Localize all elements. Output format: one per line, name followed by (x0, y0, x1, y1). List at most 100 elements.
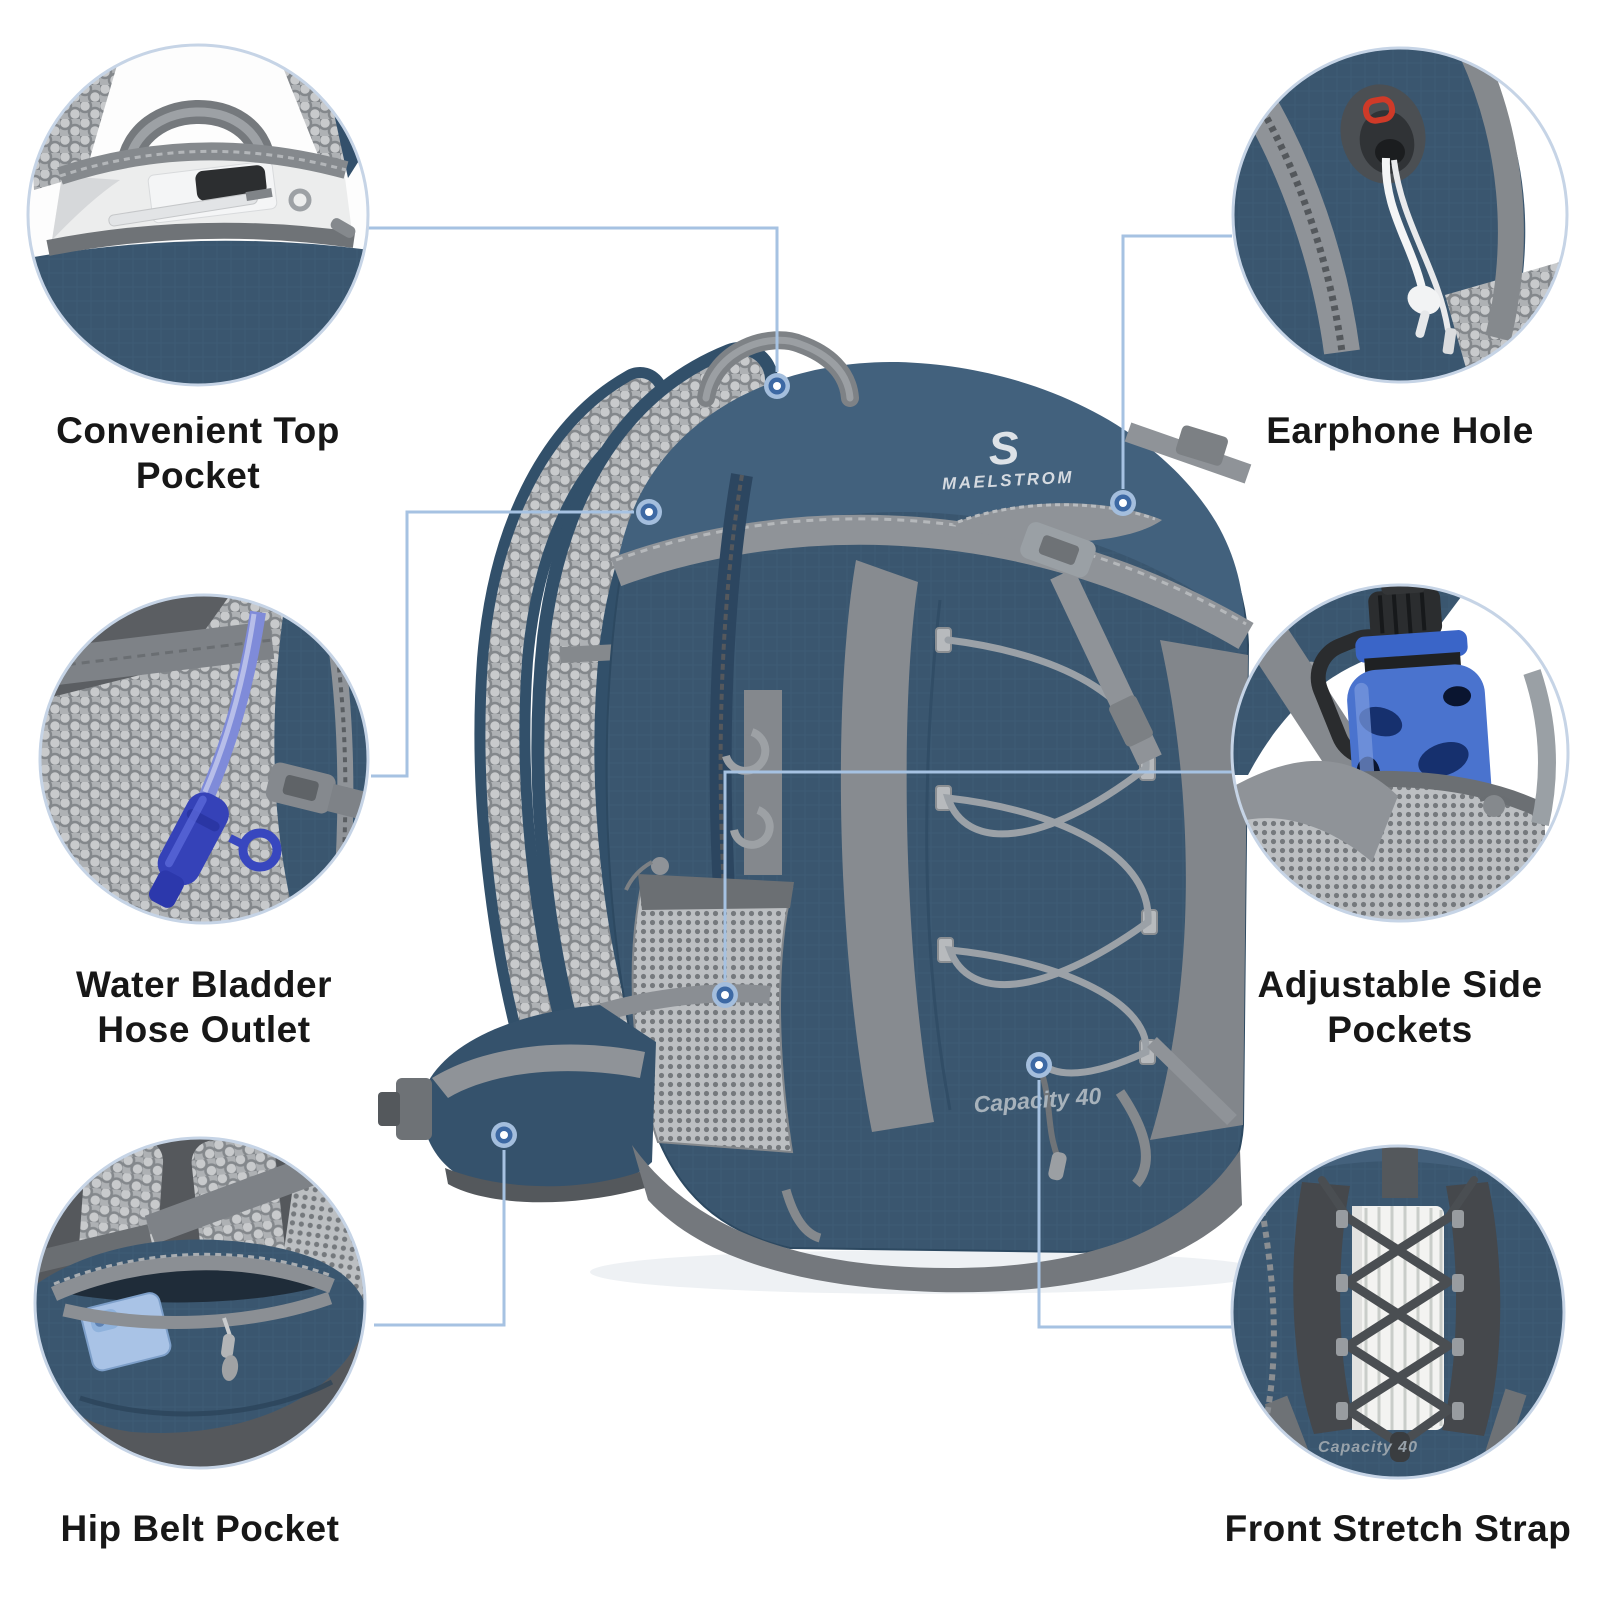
label-line: Pockets (1327, 1009, 1473, 1050)
logo-gray-patch (952, 503, 1162, 543)
pocket-cinch-toggle (1483, 795, 1505, 817)
connector-hip-belt (374, 1150, 506, 1327)
callout-label-side-pockets: Adjustable Side Pockets (1220, 962, 1580, 1052)
hip-belt (378, 984, 771, 1203)
hydration-hose (198, 610, 266, 802)
connector-lines (368, 226, 1233, 1329)
callout-label-stretch-strap: Front Stretch Strap (1218, 1506, 1578, 1551)
pocket-zipper-rim-lower (46, 222, 356, 256)
shoulder-strap-far (474, 367, 668, 1128)
bottom-base-panel (632, 1145, 1242, 1293)
right-edge-strap (1523, 669, 1556, 827)
lid-gray-collar (610, 514, 1254, 649)
label-line: Front Stretch Strap (1224, 1508, 1572, 1549)
callout-ring-hip-belt (33, 1136, 367, 1470)
bite-valve (149, 792, 229, 908)
dark-rail-right (1442, 1182, 1501, 1436)
callout-ring-stretch-strap (1230, 1144, 1566, 1480)
callout-bubble-side-pockets (1230, 583, 1570, 923)
pouch-zipper-rim-bottom (62, 1291, 333, 1329)
gear-hook-upper (722, 728, 770, 775)
dark-rail-left (1293, 1182, 1356, 1434)
label-line: Pocket (135, 455, 261, 496)
front-strap-ladder-lock (1109, 695, 1153, 747)
earphone-cable-second (1391, 159, 1451, 331)
pocket-zip-pull (330, 218, 356, 238)
front-bungee-cord (942, 636, 1152, 1077)
earbud (1407, 285, 1441, 315)
callout-ring-side-pockets (1230, 583, 1570, 923)
top-handle-strap (1382, 1146, 1418, 1198)
earphone-port (1340, 84, 1426, 184)
connector-top-pocket (368, 226, 779, 372)
valve-cap-leash (238, 828, 282, 872)
top-side-buckle (1175, 425, 1229, 466)
pouch-zipper-rim-top (50, 1255, 335, 1301)
callout-ring-top-pocket (26, 43, 370, 387)
key-ring-in-pocket (288, 188, 312, 212)
connector-earphone-hole (1121, 234, 1232, 489)
dangling-loop-left (781, 1188, 822, 1243)
connector-water-bladder (371, 510, 634, 778)
brand-logo-glyph: S (987, 421, 1022, 475)
zipper-pull-tab (221, 1355, 239, 1381)
logo-patch-stitching (957, 503, 1156, 524)
backpack-illustration: S MAELSTROM Capacity 40 (378, 331, 1270, 1294)
callout-ring-water-bladder (38, 593, 370, 925)
callout-label-hip-belt: Hip Belt Pocket (20, 1506, 380, 1551)
top-pocket-navy-body (28, 240, 368, 385)
earphone-cable-main (1381, 157, 1426, 289)
marker-stretch-strap (1026, 1052, 1052, 1078)
capacity-text-callout: Capacity 40 (1318, 1439, 1418, 1456)
hip-belt-zipper-band (432, 1044, 645, 1098)
bungee-cord-end-cap (1048, 1151, 1067, 1181)
side-compression-strap (1147, 1036, 1237, 1126)
front-pocket-shading (925, 599, 952, 1111)
top-lid (618, 361, 1245, 628)
connector-stretch-strap (1037, 1080, 1233, 1329)
callout-label-water-bladder: Water Bladder Hose Outlet (24, 962, 384, 1052)
haul-handle (697, 331, 859, 407)
label-line: Earphone Hole (1266, 410, 1534, 451)
bungee-toggle (1390, 1432, 1410, 1462)
edge-strap (1460, 48, 1524, 342)
label-line: Convenient Top (56, 410, 340, 451)
hip-belt-buckle (396, 1078, 432, 1140)
label-line: Water Bladder (76, 964, 332, 1005)
label-line: Hip Belt Pocket (60, 1508, 340, 1549)
callout-bubble-water-bladder (38, 593, 370, 925)
mesh-side-pocket (624, 857, 794, 1154)
top-pocket-handle (116, 100, 276, 180)
port-accent-ring (1362, 96, 1396, 124)
callout-bubble-hip-belt (33, 1136, 367, 1470)
hip-belt-underside (445, 1168, 645, 1203)
zipper-slider (221, 1333, 235, 1359)
front-clip-buckle (1020, 522, 1096, 578)
hip-belt-pouch (422, 1005, 656, 1193)
callout-bubble-stretch-strap: Capacity 40 (1230, 1144, 1566, 1480)
callout-ring-earphone-hole (1231, 46, 1569, 384)
side-zipper-curve (1259, 1209, 1277, 1421)
callout-bubble-top-pocket (26, 43, 370, 387)
lid-stitching (615, 517, 1247, 626)
marker-side-pockets (712, 982, 738, 1008)
right-gray-side-panel (1150, 640, 1248, 1140)
marker-earphone-hole (1110, 490, 1136, 516)
label-line: Adjustable Side (1257, 964, 1543, 1005)
callout-label-earphone-hole: Earphone Hole (1220, 408, 1580, 453)
connector-side-pockets (723, 770, 1233, 981)
label-line: Hose Outlet (97, 1009, 311, 1050)
earphone-plug (1442, 327, 1457, 355)
marker-top-pocket (764, 373, 790, 399)
diagonal-zipper-teeth (1249, 90, 1346, 353)
gray-fabric-swoosh (1234, 760, 1398, 862)
marker-hip-belt (491, 1122, 517, 1148)
pocket-drawcord-toggle (651, 857, 669, 875)
bungee-rail-anchors (1336, 1210, 1464, 1420)
dangling-loop-right (1115, 1089, 1151, 1188)
gear-hook-lower (730, 806, 774, 849)
feature-markers (491, 373, 1136, 1148)
marker-water-bladder (636, 499, 662, 525)
